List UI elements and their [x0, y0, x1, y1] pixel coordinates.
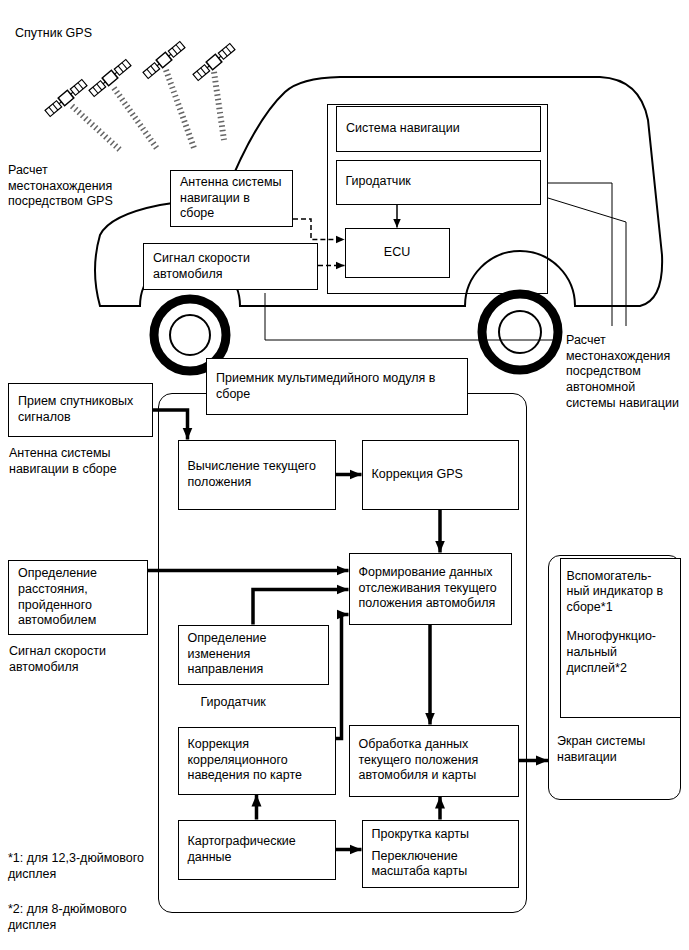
node-text: Обработка данных текущего положения авто…: [359, 737, 509, 784]
node-text: Антенна системы навигации в сборе: [180, 175, 283, 222]
sensor-box: Гиродатчик: [336, 160, 541, 205]
antenna-box: Антенна системы навигации в сборе: [170, 170, 293, 227]
node-text: Коррекция корреляционного наведения по к…: [188, 737, 326, 784]
node-text: Определение расстояния, пройденного авто…: [18, 566, 138, 629]
note-label: Расчет местонахождения посредством автон…: [566, 333, 684, 411]
node-text: Система навигации: [336, 106, 541, 152]
node-text: Переключение масштаба карты: [372, 849, 509, 880]
flow-arrow: [255, 795, 259, 820]
flow-arrow: [336, 473, 362, 477]
receiver-frame: Приемник мультимедийного модуля в сбореВ…: [158, 393, 527, 913]
node-text: Вспомогатель-ный индикатор в сборе*1: [567, 569, 674, 616]
node-text: Коррекция GPS: [372, 467, 509, 483]
signal-box: Сигнал скорости автомобиля: [143, 243, 318, 290]
leader-lines: [265, 183, 626, 340]
flow-arrow: [519, 759, 549, 763]
process-box: Определение изменения направленияГиродат…: [178, 625, 329, 685]
display-frame: Экран системы навигации Вспомогатель-ный …: [548, 555, 681, 800]
node-text: Многофункцио-нальный дисплей*2: [567, 629, 674, 676]
process-box: Прокрутка картыПереключение масштаба кар…: [362, 820, 519, 888]
input-box: Прием спутниковых сигналовАнтенна систем…: [8, 383, 153, 437]
flow-arrow: [438, 510, 442, 553]
node-text: Гиродатчик: [201, 695, 321, 711]
note-label: *1: для 12,3-дюймового дисплея: [8, 851, 173, 882]
flow-arrow: [336, 615, 349, 739]
process-box: Коррекция GPS: [362, 440, 519, 510]
flow-arrow: [336, 848, 362, 852]
gps-waves: [72, 70, 224, 150]
flow-arrow: [318, 265, 345, 267]
gps-satellites: [44, 41, 235, 118]
flow-arrow: [293, 219, 345, 240]
note-label: Спутник GPS: [15, 26, 135, 42]
flow-arrow: [148, 569, 349, 573]
flow-arrow: [396, 205, 398, 228]
node-text: Экран системы навигации: [557, 734, 675, 765]
system-frame: Система навигацииГиродатчикECU: [327, 104, 548, 294]
car-body: [95, 77, 662, 306]
node-text: Формирование данных отслеживания текущег…: [359, 565, 502, 612]
node-text: Прием спутниковых сигналов: [18, 394, 143, 425]
node-text: Вычисление текущего положения: [188, 459, 326, 490]
flow-arrow: [428, 625, 432, 725]
ecu-box: ECU: [345, 228, 450, 278]
process-box: Обработка данных текущего положения авто…: [349, 725, 519, 797]
process-box: Картографические данные: [178, 820, 336, 880]
process-box: Вычисление текущего положения: [178, 440, 336, 510]
node-text: Картографические данные: [188, 834, 326, 865]
node-text: Приемник мультимедийного модуля в сборе: [206, 358, 468, 415]
node-text: Прокрутка карты: [372, 827, 509, 843]
node-text: Сигнал скорости автомобиля: [153, 251, 308, 282]
node-text: Гиродатчик: [346, 174, 531, 190]
input-box: Определение расстояния, пройденного авто…: [8, 560, 148, 635]
display-box: Вспомогатель-ный индикатор в сборе*1Мног…: [560, 558, 681, 718]
node-text: Антенна системы навигации в сборе: [9, 446, 169, 477]
note-label: *2: для 8-дюймового дисплея: [8, 902, 173, 933]
node-text: ECU: [384, 245, 410, 261]
node-text: Определение изменения направления: [188, 631, 319, 678]
note-label: Расчет местонахождения посредством GPS: [8, 163, 120, 210]
process-box: Коррекция корреляционного наведения по к…: [178, 727, 336, 795]
flow-arrow: [253, 590, 349, 625]
process-box: Формирование данных отслеживания текущег…: [349, 553, 512, 625]
flow-arrow: [438, 797, 442, 820]
node-text: Сигнал скорости автомобиля: [9, 644, 159, 675]
